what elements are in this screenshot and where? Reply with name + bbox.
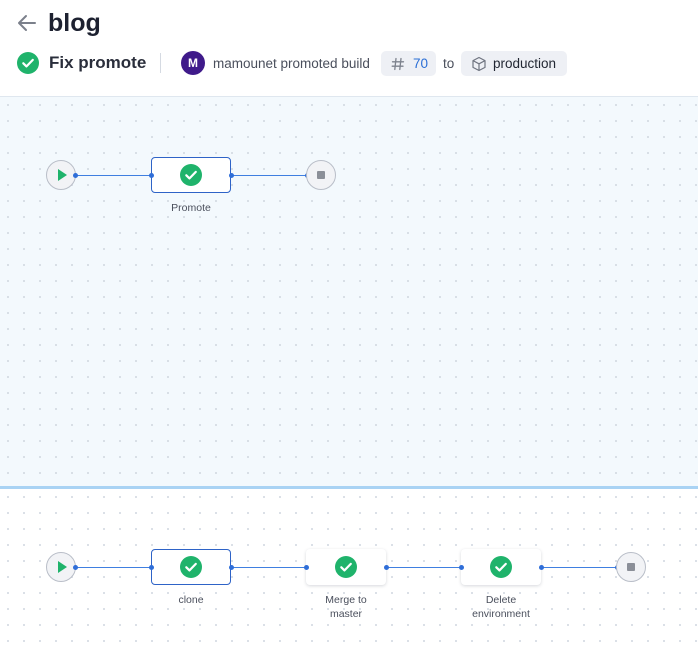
panel-divider[interactable] xyxy=(0,486,698,489)
arrow-left-icon[interactable] xyxy=(14,10,40,36)
pipeline-start-node[interactable] xyxy=(46,552,76,582)
pipeline-end-node[interactable] xyxy=(306,160,336,190)
pipeline-canvas-promote: Promote xyxy=(0,97,698,486)
step-node-delete-environment[interactable] xyxy=(461,549,541,585)
edge-port xyxy=(458,565,464,570)
edge-port xyxy=(148,173,154,178)
check-circle-icon xyxy=(490,556,512,578)
check-circle-icon xyxy=(180,556,202,578)
cube-icon xyxy=(472,56,486,71)
edge xyxy=(386,566,461,568)
edge-port xyxy=(228,565,234,570)
edge xyxy=(75,174,151,176)
environment-name: production xyxy=(493,56,557,71)
edge xyxy=(541,566,617,568)
edge-port xyxy=(228,173,234,178)
edge xyxy=(231,566,306,568)
play-icon xyxy=(58,169,67,181)
check-circle-icon xyxy=(180,164,202,186)
build-number: 70 xyxy=(413,56,429,71)
stop-icon xyxy=(627,563,635,571)
run-header: blog Fix promote M mamounet promoted bui… xyxy=(0,0,698,97)
step-label: Merge to master xyxy=(325,594,367,620)
to-text: to xyxy=(443,56,455,71)
build-number-chip[interactable]: 70 xyxy=(381,51,436,76)
header-divider xyxy=(160,53,161,73)
edge-port xyxy=(538,565,544,570)
play-icon xyxy=(58,561,67,573)
check-circle-icon xyxy=(17,52,39,74)
step-node-clone[interactable] xyxy=(151,549,231,585)
stop-icon xyxy=(317,171,325,179)
edge-port xyxy=(303,565,309,570)
avatar[interactable]: M xyxy=(181,51,205,75)
check-circle-icon xyxy=(335,556,357,578)
edge xyxy=(75,566,151,568)
pipeline-end-node[interactable] xyxy=(616,552,646,582)
step-node-promote[interactable] xyxy=(151,157,231,193)
edge-port xyxy=(73,173,78,178)
edge-port xyxy=(73,565,78,570)
hash-icon xyxy=(391,57,405,70)
edge-port xyxy=(148,565,154,570)
actor-text: mamounet promoted build xyxy=(213,56,370,71)
edge-port xyxy=(383,565,389,570)
environment-chip[interactable]: production xyxy=(461,51,567,76)
step-label: clone xyxy=(178,594,204,606)
edge xyxy=(231,174,307,176)
pipeline-start-node[interactable] xyxy=(46,160,76,190)
page-title: blog xyxy=(48,9,101,37)
workflow-name: Fix promote xyxy=(49,53,147,72)
step-label: Delete environment xyxy=(472,594,530,620)
step-label: Promote xyxy=(171,202,211,214)
pipeline-canvas-main: clone Merge to master Delete environment xyxy=(0,489,698,655)
step-node-merge-to-master[interactable] xyxy=(306,549,386,585)
